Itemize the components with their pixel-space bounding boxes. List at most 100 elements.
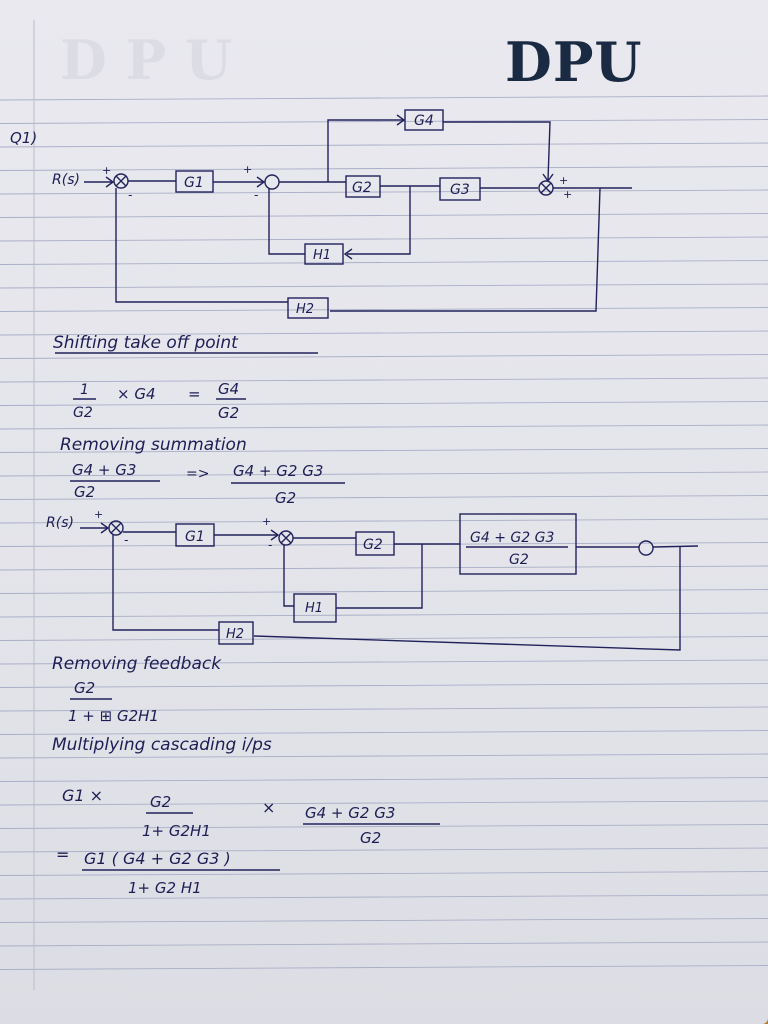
implies-arrow: => <box>186 466 209 482</box>
ruled-line <box>0 189 768 195</box>
fraction-numerator: G4 + G2 G3 <box>305 804 395 822</box>
block-h2-label: H2 <box>226 627 244 642</box>
ruled-line <box>0 213 768 218</box>
plus-sign: + <box>262 515 271 528</box>
ruled-line <box>0 119 768 124</box>
ruled-line <box>0 495 768 500</box>
fraction-numerator: G4 <box>218 380 239 398</box>
ruled-line <box>0 95 768 101</box>
junction-cross <box>540 182 552 194</box>
ruled-line <box>0 354 768 359</box>
ruled-line <box>0 636 768 641</box>
minus-sign: - <box>268 538 272 552</box>
fraction-denominator: 1+ G2H1 <box>142 822 211 840</box>
ruled-line <box>0 283 768 289</box>
ruled-line <box>0 260 768 265</box>
ruled-line <box>0 518 768 524</box>
junction-cross <box>115 175 127 187</box>
ruled-line <box>0 965 768 970</box>
plus-sign: + <box>94 508 103 521</box>
fraction-denominator: G2 <box>74 483 95 501</box>
ruled-line <box>0 941 768 947</box>
ruled-line <box>0 307 768 312</box>
fraction-numerator: G2 <box>150 793 171 811</box>
fraction-numerator: G2 <box>74 679 95 697</box>
input-label: R(s) <box>52 172 80 188</box>
step-title: Shifting take off point <box>53 333 239 353</box>
fraction-denominator: 1 + ⊞ G2H1 <box>68 707 159 725</box>
plus-sign: + <box>243 163 252 176</box>
block-g3-label: G3 <box>450 182 470 198</box>
multiply-term: × G4 <box>117 385 156 403</box>
minus-sign: - <box>128 188 132 202</box>
block-h1 <box>293 593 337 623</box>
product-term: G1 × <box>62 786 103 805</box>
block-h1-label: H1 <box>305 601 323 616</box>
step-title: Removing feedback <box>52 654 222 674</box>
block-g3 <box>439 177 481 201</box>
feedforward-line <box>443 121 551 181</box>
step-title: Multiplying cascading i/ps <box>52 735 272 755</box>
ruled-line <box>0 894 768 900</box>
fraction-denominator: G2 <box>360 829 381 847</box>
feedback-line <box>112 535 219 631</box>
combined-denominator: G2 <box>509 552 529 568</box>
ruled-line <box>0 871 768 876</box>
ruled-line <box>0 377 768 383</box>
ruled-line <box>0 824 768 829</box>
combined-numerator: G4 + G2 G3 <box>470 530 554 546</box>
ruled-line <box>0 471 768 477</box>
multiply-sign: × <box>262 798 275 817</box>
block-h2-label: H2 <box>296 302 314 317</box>
logo-bleedthrough: D P U <box>60 28 233 92</box>
arrow-head <box>100 522 110 534</box>
output-node <box>638 540 654 556</box>
ruled-line <box>0 401 768 406</box>
step-title: Removing summation <box>60 435 247 455</box>
ruled-line <box>0 777 768 782</box>
ruled-line <box>0 330 768 336</box>
ruled-line <box>0 730 768 735</box>
feedback-line <box>283 545 294 607</box>
ruled-line <box>0 589 768 594</box>
result-denominator: 1+ G2 H1 <box>128 879 202 897</box>
ruled-line <box>0 847 768 853</box>
feedforward-line <box>327 119 404 182</box>
block-h2 <box>287 297 329 319</box>
block-g4 <box>404 109 444 131</box>
arrow-head <box>343 248 353 260</box>
feedback-line <box>336 544 423 609</box>
fraction-numerator: G4 + G2 G3 <box>233 462 323 480</box>
arrow-head <box>105 176 115 188</box>
plus-sign: + <box>563 188 572 201</box>
equals-sign: = <box>56 845 69 864</box>
ruled-line <box>0 236 768 242</box>
dpu-logo: DPU <box>505 30 643 94</box>
output-line <box>652 545 699 548</box>
plus-sign: + <box>102 164 111 177</box>
block-h1-label: H1 <box>313 248 331 263</box>
arrow-head <box>256 176 266 188</box>
block-g4-label: G4 <box>414 113 434 129</box>
plus-sign: + <box>559 174 568 187</box>
fraction-numerator: 1 <box>80 382 89 398</box>
fraction-numerator: G4 + G3 <box>72 461 136 479</box>
fraction-denominator: G2 <box>218 404 239 422</box>
block-g1-label: G1 <box>185 529 205 545</box>
ruled-line <box>0 753 768 759</box>
block-g2-label: G2 <box>363 537 383 553</box>
ruled-line <box>0 542 768 547</box>
summing-junction-2 <box>264 174 280 190</box>
block-g2-label: G2 <box>352 180 372 196</box>
fraction-denominator: G2 <box>275 489 296 507</box>
equals-sign: = <box>188 385 201 403</box>
block-diagram-2: R(s) + - G1 + - G2 G4 + G2 G3 G2 <box>46 508 699 651</box>
ruled-line <box>0 612 768 618</box>
arrow-head <box>396 114 406 126</box>
block-combined <box>459 513 577 575</box>
ruled-line <box>0 918 768 923</box>
ruled-line <box>0 800 768 806</box>
arrow-head <box>542 173 554 183</box>
